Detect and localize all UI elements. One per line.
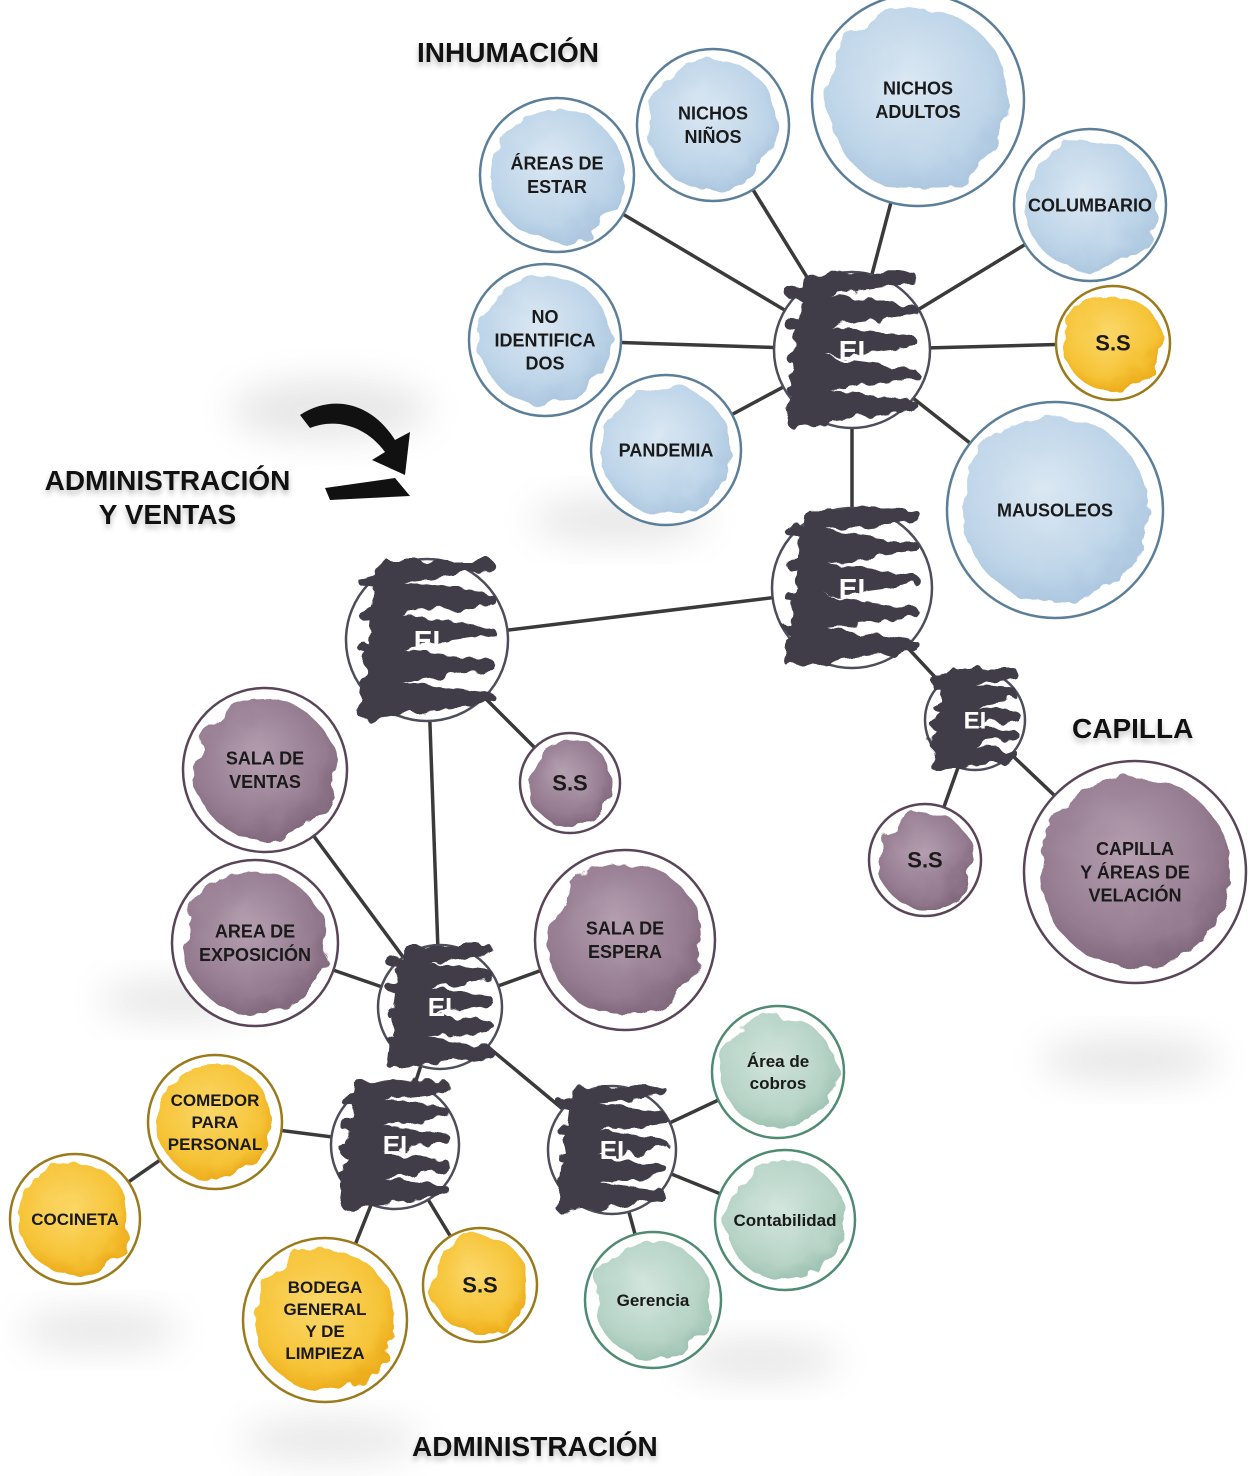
node-ei-center: EI bbox=[770, 506, 934, 670]
label-ei-ger: EI bbox=[600, 1135, 625, 1165]
label-ei-serv: EI bbox=[383, 1130, 408, 1160]
label-ei-adm: EI bbox=[428, 992, 453, 1022]
label-ss-inh: S.S bbox=[1095, 331, 1130, 356]
node-ss-serv: S.S bbox=[421, 1226, 539, 1344]
label-ss-cap: S.S bbox=[907, 848, 942, 873]
label-gerencia: Gerencia bbox=[617, 1291, 690, 1310]
label-ei-inh: EI bbox=[839, 335, 865, 366]
node-ei-ger: EI bbox=[546, 1084, 678, 1216]
node-gerencia: Gerencia bbox=[583, 1230, 723, 1370]
label-pandemia: PANDEMIA bbox=[619, 440, 714, 460]
label-ei-center: EI bbox=[839, 573, 865, 604]
arrow-icon bbox=[300, 403, 410, 500]
label-ei-av: EI bbox=[414, 625, 440, 656]
label-ss-av: S.S bbox=[552, 771, 587, 796]
node-pandemia: PANDEMIA bbox=[589, 373, 743, 527]
node-ss-inh: S.S bbox=[1054, 284, 1172, 402]
label-ss-serv: S.S bbox=[462, 1273, 497, 1298]
node-ei-serv: EI bbox=[329, 1079, 461, 1211]
title-capilla: CAPILLA bbox=[1072, 713, 1194, 744]
title-administracion: ADMINISTRACIÓN bbox=[412, 1431, 658, 1462]
title-admin-ventas: ADMINISTRACIÓN Y VENTAS bbox=[44, 465, 291, 530]
label-columbario: COLUMBARIO bbox=[1028, 195, 1152, 215]
node-ei-inh: EI bbox=[772, 270, 932, 430]
node-ss-cap: S.S bbox=[867, 802, 983, 918]
label-contabilidad: Contabilidad bbox=[734, 1211, 837, 1230]
label-ei-cap: EI bbox=[964, 707, 987, 734]
node-ei-cap: EI bbox=[923, 668, 1027, 772]
label-mausoleos: MAUSOLEOS bbox=[997, 500, 1113, 520]
node-ss-av: S.S bbox=[518, 731, 622, 835]
node-ei-adm: EI bbox=[376, 943, 504, 1071]
node-columbario: COLUMBARIO bbox=[1012, 127, 1168, 283]
label-cocineta: COCINETA bbox=[31, 1210, 119, 1229]
node-cocineta: COCINETA bbox=[8, 1152, 142, 1286]
node-ei-av: EI bbox=[344, 557, 510, 723]
node-mausoleos: MAUSOLEOS bbox=[945, 400, 1165, 620]
node-contabilidad: Contabilidad bbox=[713, 1148, 857, 1292]
title-inhumacion: INHUMACIÓN bbox=[417, 37, 599, 68]
